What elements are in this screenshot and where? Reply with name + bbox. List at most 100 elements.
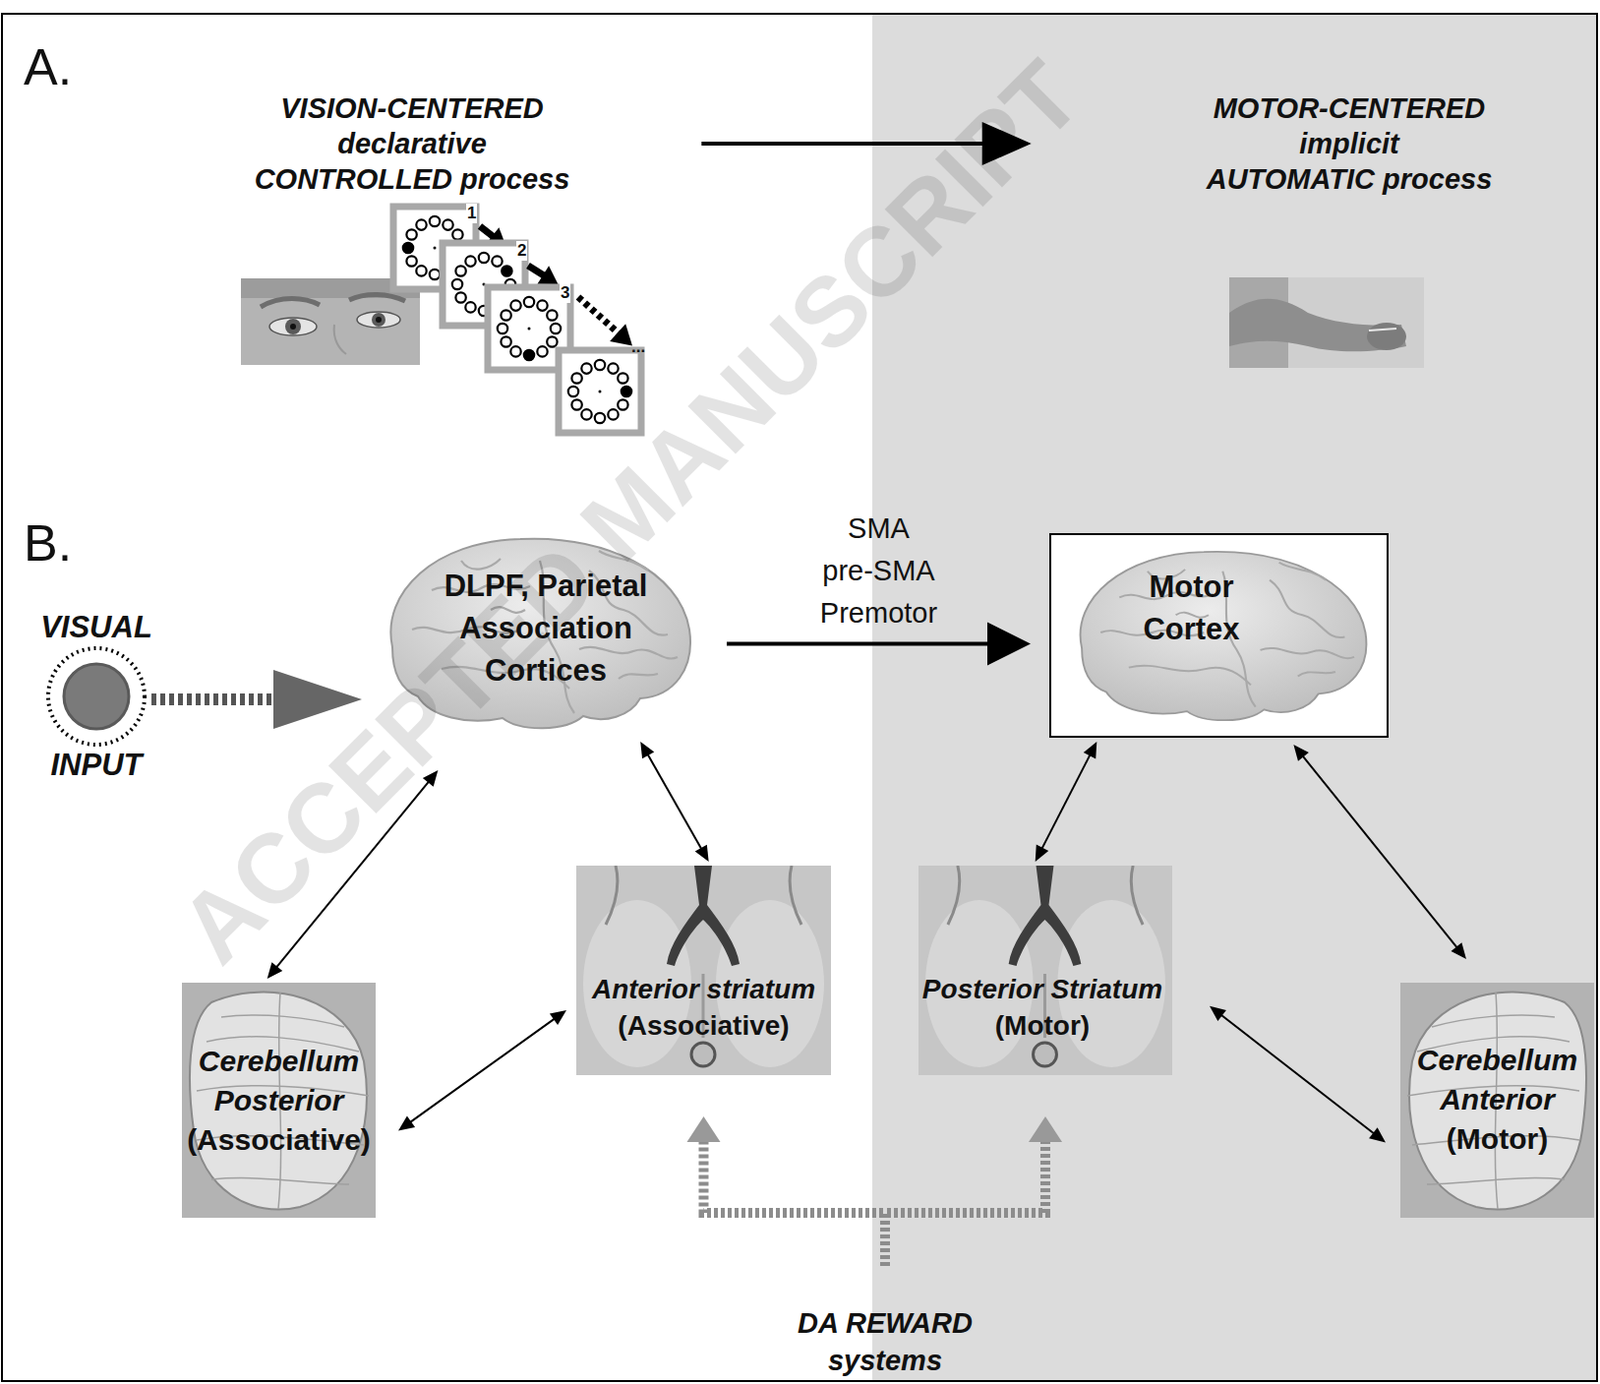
panel-letter: A. (23, 37, 72, 97)
connector (1035, 741, 1098, 862)
connector (687, 1116, 886, 1266)
arrow-head (687, 1116, 721, 1142)
text-line: Association (459, 610, 633, 646)
text-line: B. (23, 514, 72, 572)
node-text: VISION-CENTERED declarative CONTROLLED p… (254, 90, 571, 197)
text-line: Premotor (820, 596, 938, 629)
arrow-head (1083, 741, 1098, 759)
text-line: Anterior (1439, 1082, 1555, 1116)
illustration-shape (1229, 298, 1407, 353)
arrow-head (267, 961, 284, 979)
text-holder: DLPF, Parietal Association Cortices (444, 564, 649, 692)
text-holder: B. (23, 513, 72, 573)
illustration-shape (349, 294, 406, 301)
node-label: Anterior striatum (Associative) (592, 970, 816, 1044)
arrow-head (549, 1009, 567, 1025)
text-holder: Cerebellum Posterior (Associative) (186, 1041, 371, 1160)
text-holder: DA REWARD systems (797, 1303, 973, 1379)
arm-photo (1229, 277, 1424, 368)
connector-line (704, 1137, 886, 1266)
sequence-number: 1 (466, 203, 477, 224)
node-label: Cerebellum Posterior (Associative) (186, 1041, 371, 1160)
connector (640, 741, 709, 862)
text-line: VISUAL (40, 609, 153, 645)
text-line: DLPF, Parietal (444, 568, 649, 603)
connector (726, 622, 1031, 666)
striatum-region: Anterior striatum (Associative) (576, 865, 831, 1075)
illustration-shape (48, 648, 145, 745)
illustration-shape (621, 386, 633, 398)
arrow-head (1209, 1006, 1227, 1021)
cerebellum-region: Cerebellum Anterior (Motor) (1400, 982, 1595, 1218)
illustration-shape (524, 350, 535, 361)
text-line: VISION-CENTERED (280, 92, 543, 124)
illustration-copy (1400, 982, 1595, 1218)
text-line: Cortex (1142, 611, 1240, 647)
illustration-shape (260, 298, 320, 308)
connector (151, 669, 362, 729)
sequence-number: 2 (516, 240, 528, 261)
text-holder: 3 (559, 283, 571, 303)
connector-line (726, 642, 995, 647)
text-holder: ... (631, 337, 646, 357)
text-holder: VISUAL (40, 610, 153, 645)
text-holder: A. (23, 37, 72, 97)
text-holder: Anterior striatum (Associative) (592, 970, 816, 1044)
text-node: DA REWARD systems (793, 1300, 977, 1383)
illustration-copy (568, 359, 632, 423)
connector-line (1041, 753, 1091, 850)
brain-region: Motor Cortex (1049, 533, 1389, 738)
node-text: DA REWARD systems (797, 1303, 973, 1379)
connector-line (885, 1137, 1046, 1266)
region-picture (576, 865, 831, 1075)
text-line: SMA (847, 512, 910, 544)
connector-line (647, 753, 703, 850)
node-label: Cerebellum Anterior (Motor) (1417, 1040, 1578, 1159)
text-line: Cortices (484, 652, 607, 688)
text-line: A. (23, 38, 72, 96)
illustration-shape (371, 312, 386, 327)
text-line: MOTOR-CENTERED (1213, 92, 1486, 124)
illustration-shape (290, 323, 297, 330)
striatum-region: Posterior Striatum (Motor) (918, 865, 1173, 1075)
text-line: 2 (517, 240, 527, 260)
circle-outline (45, 645, 148, 748)
region-picture (918, 865, 1173, 1075)
sequence-ellipsis: ... (631, 337, 646, 357)
connector (1209, 1006, 1386, 1143)
illustration-copy (576, 865, 831, 1075)
text-holder: SMA pre-SMA Premotor (820, 507, 938, 635)
text-line: systems (828, 1344, 943, 1376)
node-label: Motor Cortex (1142, 565, 1240, 651)
illustration-shape (356, 311, 401, 328)
frame (1, 13, 1598, 1381)
connector (885, 1116, 1063, 1266)
illustration-shape (1368, 328, 1397, 331)
text-line: pre-SMA (822, 554, 935, 587)
text-holder: 1 (466, 203, 477, 224)
text-line: (Associative) (617, 1009, 789, 1041)
illustration-copy (1080, 551, 1367, 720)
connector-line (151, 693, 288, 706)
illustration-shape (403, 242, 415, 254)
text-line: INPUT (51, 747, 143, 782)
illustration-group (570, 288, 641, 355)
text-holder: MOTOR-CENTERED implicit AUTOMATIC proces… (1206, 90, 1493, 197)
text-node: MOTOR-CENTERED implicit AUTOMATIC proces… (1200, 84, 1499, 203)
illustration-shape (1229, 277, 1424, 368)
illustration-shape (578, 296, 621, 336)
text-holder: 2 (516, 240, 528, 261)
text-line: (Motor) (995, 1009, 1090, 1041)
text-line: 3 (560, 283, 570, 302)
text-holder: Posterior Striatum (Motor) (922, 970, 1163, 1044)
text-line: DA REWARD (797, 1306, 973, 1339)
text-holder: Cerebellum Anterior (Motor) (1417, 1040, 1578, 1159)
arrow-head (398, 1116, 415, 1131)
text-line: (Motor) (1446, 1122, 1548, 1155)
cerebellum-region: Cerebellum Posterior (Associative) (181, 982, 376, 1218)
arrow-head (987, 622, 1031, 666)
connector-line (1220, 1013, 1376, 1134)
text-line: ... (631, 337, 646, 356)
text-holder: VISION-CENTERED declarative CONTROLLED p… (254, 90, 571, 197)
text-node: VISION-CENTERED declarative CONTROLLED p… (248, 84, 577, 203)
